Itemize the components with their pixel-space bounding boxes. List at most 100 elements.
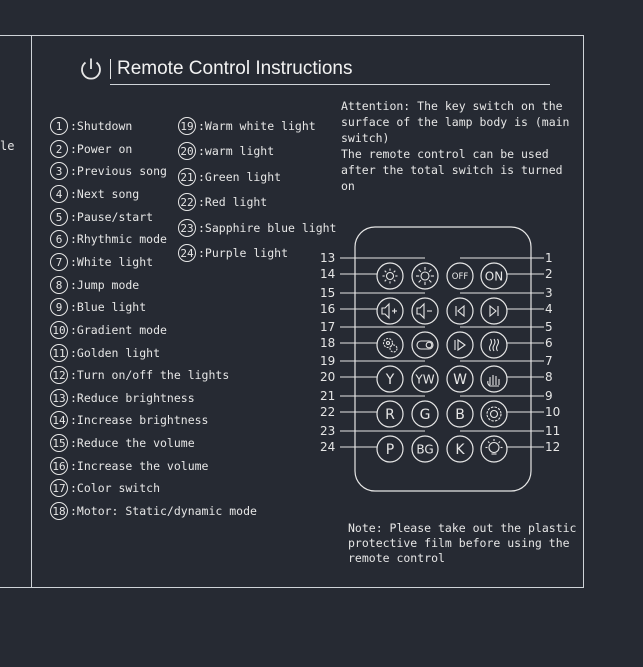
- next-button[interactable]: [480, 297, 508, 325]
- button-outline: [411, 365, 439, 393]
- button-outline: [446, 365, 474, 393]
- legend-label: :Previous song: [70, 164, 167, 178]
- button-label: Y: [385, 372, 395, 388]
- key-number-label: 21: [320, 389, 335, 403]
- legend-item: 12:Turn on/off the lights: [50, 366, 229, 384]
- on-button[interactable]: ON: [480, 262, 508, 290]
- sapphire-button[interactable]: BG: [411, 435, 439, 463]
- off-button[interactable]: OFF: [446, 262, 474, 290]
- legend-number: 21: [178, 168, 196, 186]
- key-number-label: 9: [545, 389, 553, 403]
- white-button[interactable]: W: [446, 365, 474, 393]
- legend-label: :Jump mode: [70, 278, 140, 292]
- jump-button[interactable]: [480, 365, 508, 393]
- motor-button[interactable]: [376, 331, 404, 359]
- legend-number: 5: [50, 208, 68, 226]
- legend-label: :Golden light: [70, 346, 161, 360]
- blue-button[interactable]: B: [446, 400, 474, 428]
- color-switch-button[interactable]: [411, 331, 439, 359]
- button-label: YW: [414, 372, 434, 386]
- legend-label: :Increase the volume: [70, 459, 209, 473]
- button-outline: [411, 435, 439, 463]
- volume-up-button[interactable]: [376, 297, 404, 325]
- gradient-button[interactable]: [480, 400, 508, 428]
- button-outline: [480, 435, 508, 463]
- hand-icon: [487, 375, 500, 387]
- legend-item: 6:Rhythmic mode: [50, 230, 167, 248]
- key-number-label: 11: [545, 424, 560, 438]
- legend-label: :Rhythmic mode: [70, 232, 167, 246]
- button-outline: [411, 331, 439, 359]
- remote-body: [354, 226, 532, 492]
- button-outline: [446, 331, 474, 359]
- golden-button[interactable]: K: [446, 435, 474, 463]
- legend-item: 19:Warm white light: [178, 117, 316, 135]
- button-outline: [446, 400, 474, 428]
- key-number-label: 14: [320, 267, 335, 281]
- legend-label: :Power on: [70, 142, 133, 156]
- key-number-label: 18: [320, 336, 335, 350]
- legend-item: 14:Increase brightness: [50, 411, 208, 429]
- legend-number: 17: [50, 479, 68, 497]
- legend-item: 24:Purple light: [178, 244, 288, 262]
- key-number-label: 2: [545, 267, 553, 281]
- legend-number: 10: [50, 321, 68, 339]
- button-outline: [446, 435, 474, 463]
- button-outline: [411, 297, 439, 325]
- key-number-label: 17: [320, 320, 335, 334]
- legend-item: 8:Jump mode: [50, 276, 139, 294]
- legend-item: 1:Shutdown: [50, 117, 132, 135]
- legend-label: :Shutdown: [70, 119, 133, 133]
- page-title: Remote Control Instructions: [117, 58, 353, 79]
- brightness-up-button[interactable]: [411, 262, 439, 290]
- button-label: B: [455, 407, 465, 423]
- palette-icon: [486, 406, 502, 422]
- red-button[interactable]: R: [376, 400, 404, 428]
- legend-number: 18: [50, 502, 68, 520]
- power-icon: [81, 58, 101, 80]
- legend-label: :Next song: [70, 187, 140, 201]
- legend-number: 8: [50, 276, 68, 294]
- rhythm-button[interactable]: [480, 331, 508, 359]
- legend-label: :Red light: [198, 195, 268, 209]
- button-outline: [376, 400, 404, 428]
- warm-white-button[interactable]: YW: [411, 365, 439, 393]
- toggle-icon: [416, 340, 434, 350]
- green-button[interactable]: G: [411, 400, 439, 428]
- legend-item: 5:Pause/start: [50, 208, 153, 226]
- legend-number: 24: [178, 244, 196, 262]
- legend-number: 7: [50, 253, 68, 271]
- yellow-button[interactable]: Y: [376, 365, 404, 393]
- volume-down-button[interactable]: [411, 297, 439, 325]
- button-label: R: [385, 407, 395, 423]
- legend-number: 22: [178, 193, 196, 211]
- key-number-label: 4: [545, 302, 553, 316]
- key-number-label: 10: [545, 405, 560, 419]
- button-label: P: [386, 442, 394, 458]
- previous-button[interactable]: [446, 297, 474, 325]
- brightness-down-button[interactable]: [376, 262, 404, 290]
- legend-item: 18:Motor: Static/dynamic mode: [50, 502, 257, 520]
- skip-back-icon: [455, 304, 465, 318]
- pause-start-button[interactable]: [446, 331, 474, 359]
- skip-forward-icon: [489, 304, 499, 318]
- purple-button[interactable]: P: [376, 435, 404, 463]
- legend-number: 9: [50, 298, 68, 316]
- legend-label: :warm light: [198, 144, 275, 158]
- legend-label: :Motor: Static/dynamic mode: [70, 504, 257, 518]
- lights-button[interactable]: [480, 435, 508, 463]
- legend-label: :Color switch: [70, 481, 161, 495]
- legend-label: :Blue light: [70, 300, 147, 314]
- legend-item: 17:Color switch: [50, 479, 160, 497]
- button-label: G: [420, 407, 431, 423]
- button-label: OFF: [452, 272, 469, 282]
- cut-off-text: le: [0, 139, 15, 153]
- key-number-label: 24: [320, 440, 335, 454]
- legend-item: 21:Green light: [178, 168, 281, 186]
- legend-item: 22:Red light: [178, 193, 267, 211]
- key-number-label: 13: [320, 251, 335, 265]
- legend-item: 11:Golden light: [50, 344, 160, 362]
- button-label: K: [455, 442, 465, 458]
- legend-item: 20:warm light: [178, 142, 274, 160]
